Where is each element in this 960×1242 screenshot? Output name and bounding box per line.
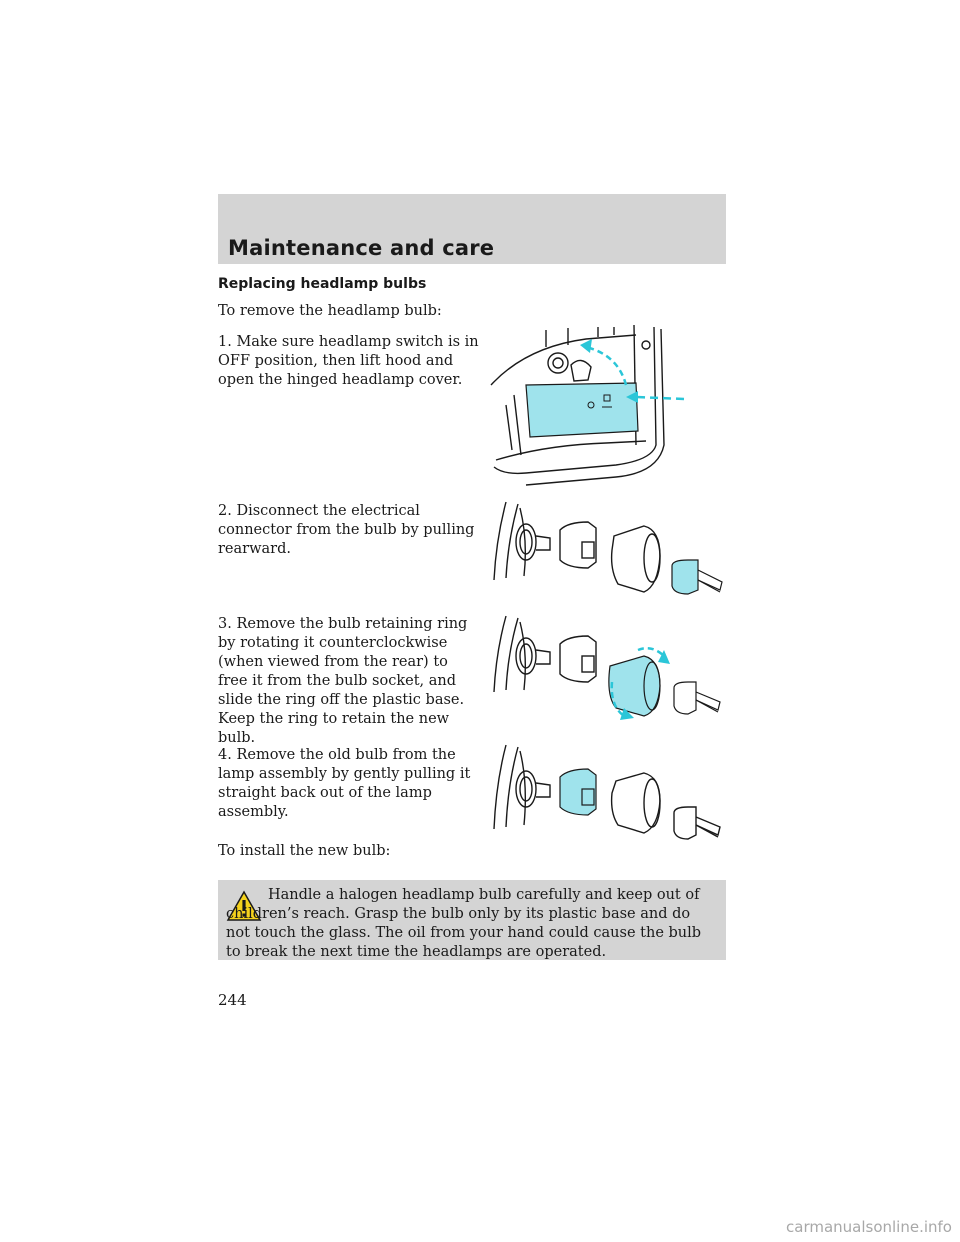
step-3: 3. Remove the bulb retaining ring by rot…: [218, 616, 468, 746]
topic-heading: Replacing headlamp bulbs: [218, 276, 427, 292]
install-intro: To install the new bulb:: [218, 843, 391, 859]
section-header-band: Maintenance and care: [218, 194, 726, 264]
retaining-ring-illustration: [493, 615, 721, 720]
step-4: 4. Remove the old bulb from the lamp ass…: [218, 747, 471, 820]
section-title: Maintenance and care: [228, 236, 495, 260]
step-1: 1. Make sure headlamp switch is in OFF p…: [218, 334, 479, 388]
connector-removal-illustration: [493, 501, 723, 595]
step-2: 2. Disconnect the electrical connector f…: [218, 503, 475, 557]
headlamp-cover-illustration: [490, 325, 685, 486]
bulb-removal-illustration: [493, 744, 721, 840]
page-number: 244: [218, 991, 247, 1009]
warning-text: Handle a halogen headlamp bulb carefully…: [226, 887, 702, 960]
warning-box: Handle a halogen headlamp bulb carefully…: [218, 880, 726, 960]
remove-intro: To remove the headlamp bulb:: [218, 303, 442, 319]
warning-triangle-icon: [226, 890, 262, 921]
watermark: carmanualsonline.info: [786, 1218, 952, 1236]
